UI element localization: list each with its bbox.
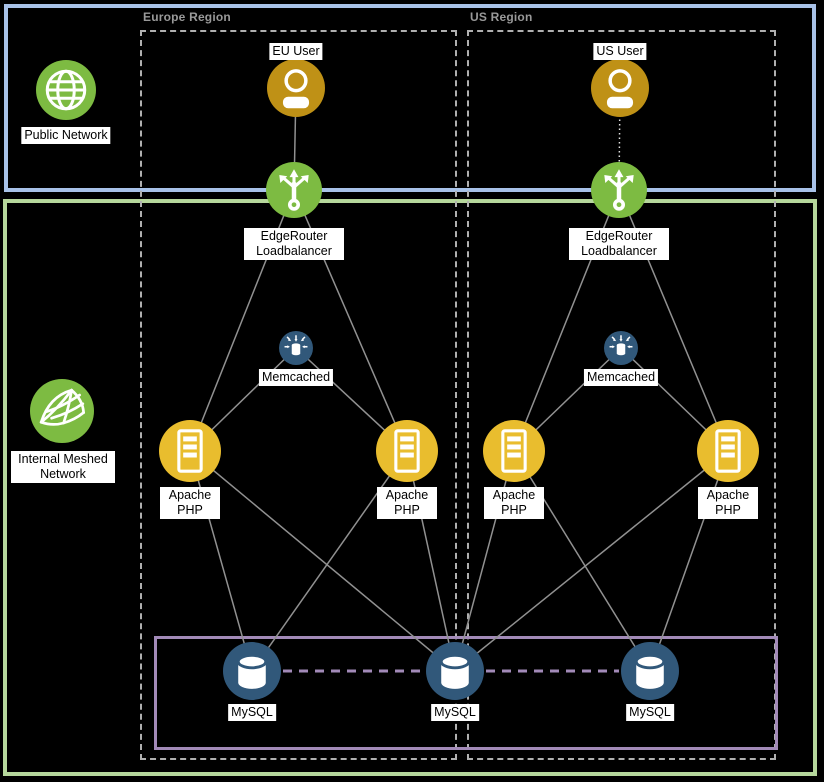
- internal-network-zone: [3, 199, 817, 776]
- user-icon: [281, 69, 311, 111]
- mysql-center-label: MySQL: [431, 704, 479, 721]
- apache-us-right-node[interactable]: [697, 420, 759, 482]
- public-network-zone: [4, 4, 816, 192]
- edge-apache-us-right-mysql-center: [454, 450, 729, 672]
- loadbalancer-icon: [591, 162, 647, 218]
- edge-apache-eu-left-mysql-left: [189, 450, 253, 672]
- loadbalancer-icon: [266, 162, 322, 218]
- internal-meshed-network-node[interactable]: [30, 379, 94, 443]
- public-network-node[interactable]: [36, 60, 96, 120]
- edge-apache-us-left-mysql-right: [513, 450, 651, 672]
- eu-user-node[interactable]: [267, 59, 325, 117]
- us-region-zone: [467, 30, 776, 760]
- eu-user-label: EU User: [269, 43, 323, 60]
- edgerouter-eu-label: EdgeRouter Loadbalancer: [244, 228, 344, 260]
- mysql-right-label: MySQL: [626, 704, 674, 721]
- cache-icon: [608, 334, 634, 356]
- memcached-eu-node[interactable]: [279, 331, 313, 365]
- database-icon: [634, 653, 666, 691]
- memcached-us-node[interactable]: [604, 331, 638, 365]
- mysql-center-node[interactable]: [426, 642, 484, 700]
- edge-apache-eu-left-mysql-center: [189, 450, 456, 672]
- europe-region-label: Europe Region: [143, 10, 231, 24]
- us-user-label: US User: [593, 43, 647, 60]
- europe-region-zone: [140, 30, 457, 760]
- apache-us-left-node[interactable]: [483, 420, 545, 482]
- us-region-label: US Region: [470, 10, 533, 24]
- mysql-cluster-zone: [154, 636, 778, 750]
- edge-apache-us-right-mysql-right: [649, 450, 729, 672]
- public-network-label: Public Network: [21, 127, 111, 144]
- edge-apache-us-left-mysql-center: [454, 450, 515, 672]
- apache-eu-left-node[interactable]: [159, 420, 221, 482]
- database-icon: [236, 653, 268, 691]
- server-icon: [177, 429, 203, 473]
- edge-apache-eu-right-mysql-left: [251, 450, 408, 672]
- user-icon: [605, 69, 635, 111]
- server-icon: [501, 429, 527, 473]
- apache-us-right-label: Apache PHP: [698, 487, 758, 519]
- globe-icon: [45, 69, 87, 111]
- mysql-right-node[interactable]: [621, 642, 679, 700]
- internal-meshed-network-label: Internal Meshed Network: [11, 451, 115, 483]
- database-icon: [439, 653, 471, 691]
- edgerouter-us-node[interactable]: [591, 162, 647, 218]
- server-icon: [394, 429, 420, 473]
- edgerouter-us-label: EdgeRouter Loadbalancer: [569, 228, 669, 260]
- us-user-node[interactable]: [591, 59, 649, 117]
- memcached-eu-label: Memcached: [258, 369, 334, 386]
- server-icon: [715, 429, 741, 473]
- apache-eu-left-label: Apache PHP: [160, 487, 220, 519]
- memcached-us-label: Memcached: [583, 369, 659, 386]
- apache-eu-right-node[interactable]: [376, 420, 438, 482]
- mysql-left-label: MySQL: [228, 704, 276, 721]
- edgerouter-eu-node[interactable]: [266, 162, 322, 218]
- apache-us-left-label: Apache PHP: [484, 487, 544, 519]
- cache-icon: [283, 334, 309, 356]
- mysql-left-node[interactable]: [223, 642, 281, 700]
- mesh-icon: [39, 388, 85, 426]
- apache-eu-right-label: Apache PHP: [377, 487, 437, 519]
